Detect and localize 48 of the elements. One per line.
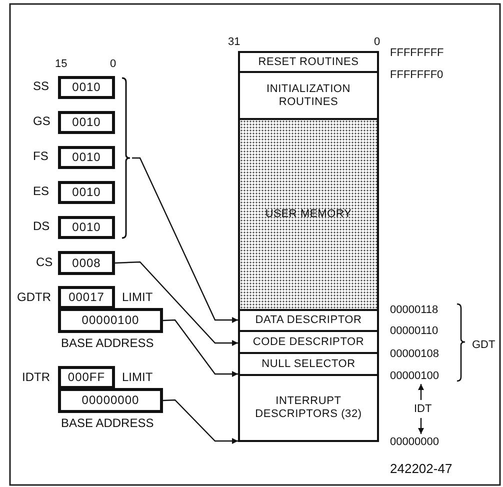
bracket (122, 77, 132, 239)
memory-address: FFFFFFFF (390, 47, 444, 60)
register-box: 0010 (58, 181, 115, 204)
field-label: BASE ADDRESS (61, 337, 154, 350)
register-name: ES (33, 185, 50, 198)
register-name: GDTR (17, 291, 51, 304)
register-name: FS (33, 150, 48, 163)
memory-segment: NULL SELECTOR (238, 352, 379, 376)
memory-segment: RESET ROUTINES (238, 51, 379, 73)
memory-address: 00000000 (390, 436, 439, 449)
arrow (114, 261, 238, 346)
table-name: GDT (472, 339, 496, 352)
memory-address: 00000118 (390, 304, 438, 317)
register-box: 00000000 (58, 388, 163, 413)
memory-address: 00000100 (390, 370, 439, 383)
memory-segment: INTERRUPT DESCRIPTORS (32) (238, 374, 379, 442)
register-box: 0010 (58, 111, 115, 134)
bit-number: 0 (110, 58, 116, 71)
table-name: IDT (414, 403, 432, 416)
bit-number: 31 (228, 36, 240, 49)
field-label: LIMIT (122, 371, 153, 384)
register-name: GS (33, 115, 50, 128)
register-box: 000FF (58, 366, 115, 389)
field-label: LIMIT (122, 291, 153, 304)
memory-address: 00000110 (390, 325, 438, 338)
memory-segment: DATA DESCRIPTOR (238, 309, 379, 332)
register-name: IDTR (22, 371, 50, 384)
register-box: 00017 (58, 286, 115, 309)
arrow (132, 157, 238, 323)
register-box: 0010 (58, 146, 115, 169)
register-box: 0008 (58, 251, 115, 275)
register-name: DS (33, 220, 50, 233)
memory-address: 00000108 (390, 348, 439, 361)
memory-address: FFFFFFF0 (390, 69, 444, 82)
register-name: CS (36, 256, 53, 269)
arrow (162, 399, 238, 444)
register-name: SS (33, 80, 50, 93)
figure-number: 242202-47 (390, 462, 452, 475)
field-label: BASE ADDRESS (61, 417, 154, 430)
bit-number: 0 (374, 36, 380, 49)
arrow (162, 319, 238, 377)
bit-number: 15 (55, 58, 68, 71)
register-box: 0010 (58, 76, 115, 99)
register-box: 0010 (58, 216, 115, 239)
memory-segment: USER MEMORY (238, 118, 379, 311)
register-box: 00000100 (58, 308, 163, 333)
memory-segment: INITIALIZATION ROUTINES (238, 71, 379, 120)
memory-segment: CODE DESCRIPTOR (238, 330, 379, 354)
